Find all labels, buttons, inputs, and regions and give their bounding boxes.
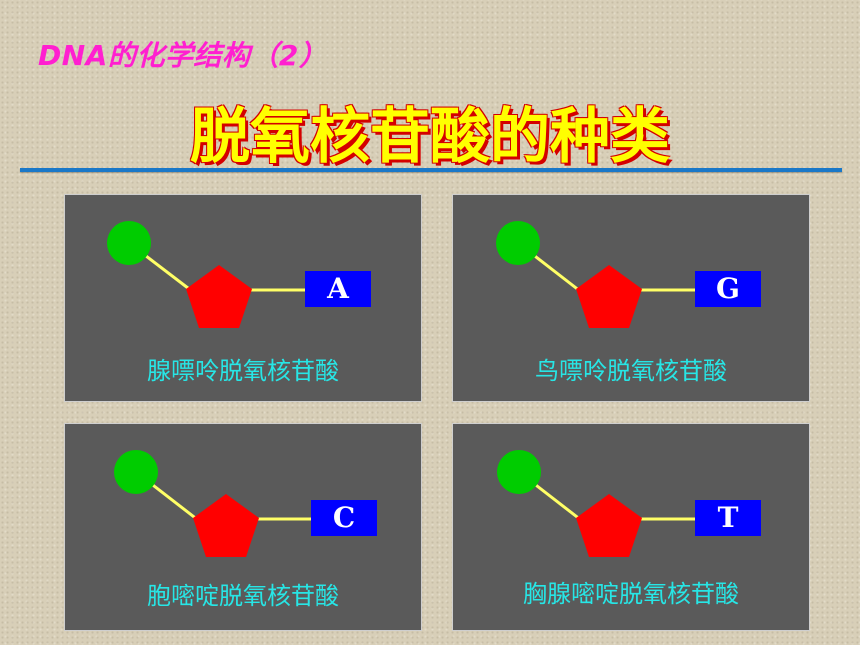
base-label: A	[305, 271, 371, 307]
nucleotide-panel-c: C 胞嘧啶脱氧核苷酸	[64, 423, 422, 631]
title-divider	[20, 168, 842, 172]
base-label: T	[695, 500, 761, 536]
phosphate-group	[107, 221, 151, 265]
base-label: C	[311, 500, 377, 536]
deoxyribose-sugar	[186, 265, 252, 328]
deoxyribose-sugar	[576, 494, 642, 557]
nucleotide-name: 胸腺嘧啶脱氧核苷酸	[523, 580, 739, 608]
nucleotide-panel-a: A 腺嘌呤脱氧核苷酸	[64, 194, 422, 402]
nucleotide-diagram-g	[496, 221, 695, 328]
nucleotide-diagram-a	[107, 221, 305, 328]
nucleotide-diagram-c	[114, 450, 311, 557]
nucleotide-name: 胞嘧啶脱氧核苷酸	[147, 582, 339, 610]
slide-subtitle: DNA的化学结构（2）	[38, 39, 328, 72]
phosphate-group	[497, 450, 541, 494]
phosphate-group	[496, 221, 540, 265]
nucleotide-panel-t: T 胸腺嘧啶脱氧核苷酸	[452, 423, 810, 631]
nucleotide-name: 腺嘌呤脱氧核苷酸	[147, 357, 339, 385]
deoxyribose-sugar	[193, 494, 259, 557]
nucleotide-diagram-t	[497, 450, 695, 557]
nucleotide-name: 鸟嘌呤脱氧核苷酸	[535, 357, 727, 385]
nucleotide-panel-g: G 鸟嘌呤脱氧核苷酸	[452, 194, 810, 402]
deoxyribose-sugar	[576, 265, 642, 328]
phosphate-group	[114, 450, 158, 494]
base-label: G	[695, 271, 761, 307]
slide-title: 脱氧核苷酸的种类	[190, 102, 670, 172]
